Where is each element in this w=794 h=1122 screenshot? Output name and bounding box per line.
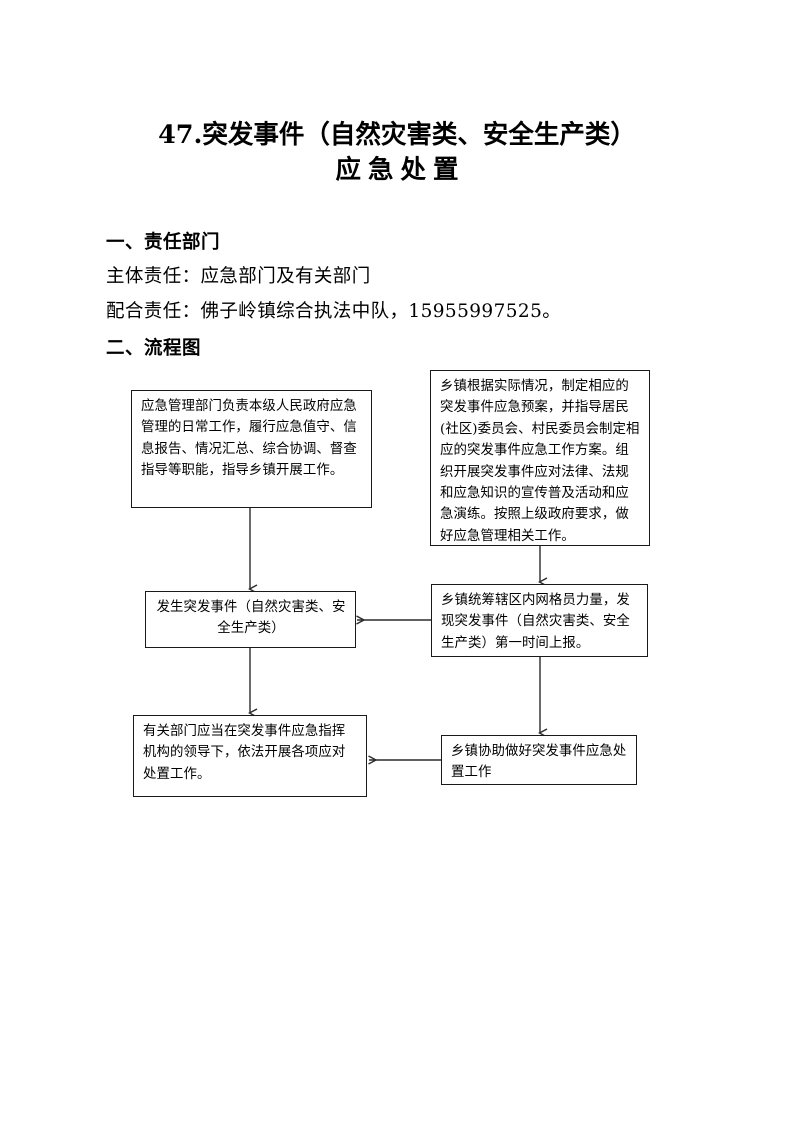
flow-node-incident-occurs: 发生突发事件（自然灾害类、安全生产类） bbox=[145, 591, 356, 648]
section-heading-flowchart: 二、流程图 bbox=[106, 338, 202, 359]
page-title: 47.突发事件（自然灾害类、安全生产类） 应急处置 bbox=[97, 118, 697, 188]
flow-node-grid-staff-report: 乡镇统筹辖区内网格员力量，发现突发事件（自然灾害类、安全生产类）第一时间上报。 bbox=[431, 584, 648, 657]
flow-node-emergency-dept-duties: 应急管理部门负责本级人民政府应急管理的日常工作，履行应急值守、信息报告、情况汇总… bbox=[131, 390, 372, 508]
section-heading-responsibility: 一、责任部门 bbox=[106, 232, 221, 253]
responsibility-support-label: 配合责任：佛子岭镇综合执法中队，15955997525。 bbox=[106, 301, 562, 322]
responsibility-main-label: 主体责任：应急部门及有关部门 bbox=[106, 266, 371, 287]
flow-node-departments-response: 有关部门应当在突发事件应急指挥机构的领导下，依法开展各项应对处置工作。 bbox=[133, 715, 367, 797]
title-line-1: 47.突发事件（自然灾害类、安全生产类） bbox=[158, 120, 636, 150]
flow-node-township-plan-making: 乡镇根据实际情况，制定相应的突发事件应急预案，并指导居民(社区)委员会、村民委员… bbox=[430, 370, 650, 546]
title-line-2: 应急处置 bbox=[335, 155, 466, 185]
flow-node-township-assist: 乡镇协助做好突发事件应急处置工作 bbox=[441, 735, 637, 785]
